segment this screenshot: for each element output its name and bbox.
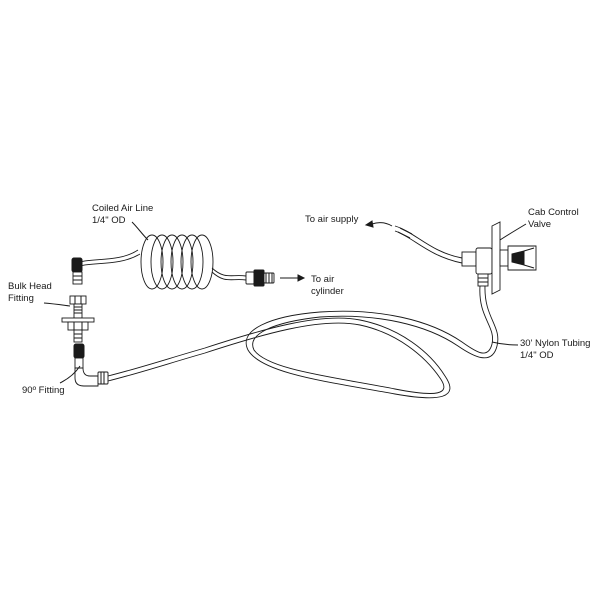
arrow-to-air-supply [364,220,393,228]
label-valve: Valve [528,219,551,230]
nylon-tubing [107,285,499,399]
coil-end-fitting [245,269,275,287]
label-nylon-tubing: 30' Nylon Tubing [520,338,590,349]
leader-lines [43,221,527,384]
label-nylon-tubing-od: 1/4" OD [520,350,554,361]
labels: Coiled Air Line 1/4" OD Bulk Head Fittin… [8,203,590,396]
bulk-head-fitting [61,257,95,343]
label-cylinder: cylinder [311,286,344,297]
label-ninety-fitting: 90º Fitting [22,385,65,396]
label-cab-control: Cab Control [528,207,579,218]
arrow-to-air-cylinder [280,274,306,282]
cab-control-valve [394,221,537,295]
label-bulk-head: Bulk Head [8,281,52,292]
label-to-air: To air [311,274,334,285]
ninety-degree-fitting [73,343,109,387]
label-coiled-air-line: Coiled Air Line [92,203,153,214]
label-coiled-air-line-od: 1/4" OD [92,215,126,226]
label-bulk-head-fitting: Fitting [8,293,34,304]
coiled-air-line [79,234,247,290]
label-to-air-supply: To air supply [305,214,359,225]
